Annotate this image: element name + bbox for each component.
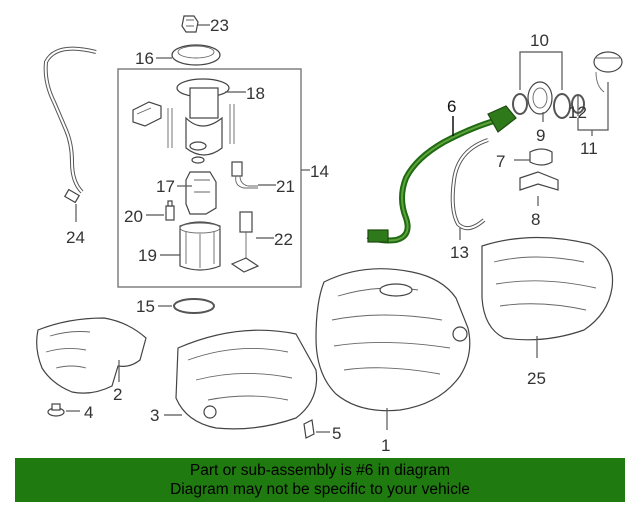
parts-diagram: 23 16 18 17 21 20 [36, 15, 623, 455]
part-3-protector[interactable] [175, 329, 318, 430]
callout-11: 11 [580, 139, 598, 158]
callout-6: 6 [447, 97, 456, 116]
part-21-wire-harness[interactable] [231, 161, 258, 189]
callout-22: 22 [274, 230, 293, 249]
callout-13: 13 [450, 243, 469, 262]
callout-23: 23 [210, 16, 229, 35]
part-5-clip[interactable] [303, 419, 315, 439]
part-15-gasket[interactable] [173, 298, 215, 314]
callout-1: 1 [381, 436, 390, 455]
pump-module-group-box [117, 68, 302, 288]
callout-18: 18 [246, 84, 265, 103]
info-banner: Part or sub-assembly is #6 in diagram Di… [15, 458, 625, 502]
callout-15: 15 [136, 297, 155, 316]
part-22-fuel-level-sender[interactable] [230, 211, 260, 273]
callout-24: 24 [66, 228, 85, 247]
part-24-vent-tube[interactable] [43, 46, 97, 204]
part-fuel-cap[interactable] [593, 51, 623, 93]
part-1-fuel-tank[interactable] [315, 268, 471, 412]
callout-10: 10 [530, 31, 549, 50]
callout-9: 9 [536, 126, 545, 145]
callout-7: 7 [496, 152, 505, 171]
part-6-filler-pipe-highlighted[interactable] [366, 105, 517, 244]
part-9-retainer[interactable] [527, 81, 553, 115]
callout-12: 12 [568, 103, 587, 122]
part-18-fuel-pump[interactable] [167, 78, 235, 164]
part-23-connector[interactable] [181, 15, 199, 33]
callout-4: 4 [84, 403, 93, 422]
banner-line-1: Part or sub-assembly is #6 in diagram [189, 462, 451, 479]
part-13-breather-tube[interactable] [450, 138, 489, 231]
part-25-protector[interactable] [481, 236, 614, 341]
callout-5: 5 [332, 424, 341, 443]
part-2-heat-shield[interactable] [36, 317, 147, 394]
callout-17: 17 [156, 177, 175, 196]
part-19-fuel-filter[interactable] [179, 221, 221, 271]
callout-3: 3 [150, 406, 159, 425]
part-17-regulator[interactable] [185, 171, 217, 215]
callout-21: 21 [276, 177, 295, 196]
callout-14: 14 [310, 162, 329, 181]
banner-line-2: Diagram may not be specific to your vehi… [170, 481, 470, 498]
callout-20: 20 [124, 207, 143, 226]
part-16-lock-ring[interactable] [171, 44, 221, 66]
callout-8: 8 [531, 210, 540, 229]
part-20-valve[interactable] [165, 200, 175, 221]
callout-16: 16 [135, 49, 154, 68]
part-4-clip[interactable] [47, 403, 65, 417]
part-pump-filter[interactable] [132, 101, 162, 127]
part-8-bracket[interactable] [519, 171, 559, 191]
part-7-bracket[interactable] [529, 148, 553, 166]
callout-19: 19 [138, 246, 157, 265]
callout-2: 2 [113, 385, 122, 404]
callout-25: 25 [527, 369, 546, 388]
